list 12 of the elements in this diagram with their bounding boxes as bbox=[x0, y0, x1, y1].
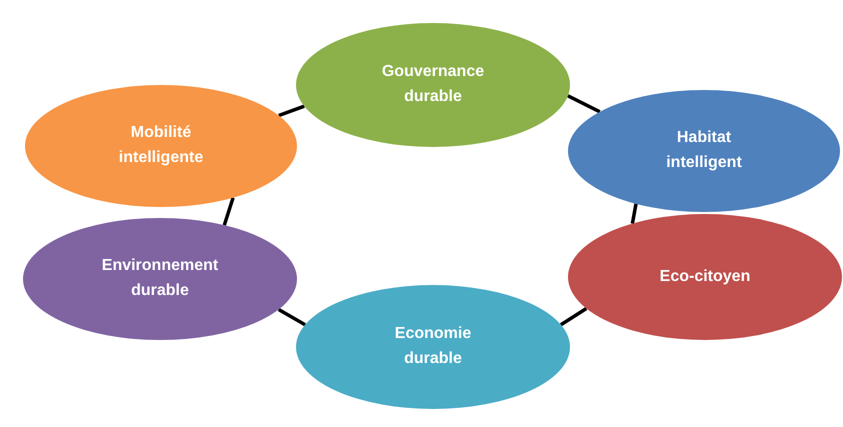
connector-line bbox=[567, 94, 601, 114]
node-label: Eco-citoyen bbox=[660, 266, 750, 287]
node-label: Economie durable bbox=[394, 324, 472, 369]
connector-line bbox=[222, 197, 235, 226]
connector-line bbox=[278, 308, 306, 326]
connector-line bbox=[630, 204, 638, 224]
node-label: Gouvernance durable bbox=[380, 62, 486, 107]
node-label: Mobilité intelligente bbox=[118, 123, 204, 168]
node-label: Habitat intelligent bbox=[665, 128, 743, 173]
connector-line bbox=[278, 104, 305, 118]
connector-line bbox=[560, 307, 588, 326]
node-label: Environnement durable bbox=[100, 256, 220, 301]
